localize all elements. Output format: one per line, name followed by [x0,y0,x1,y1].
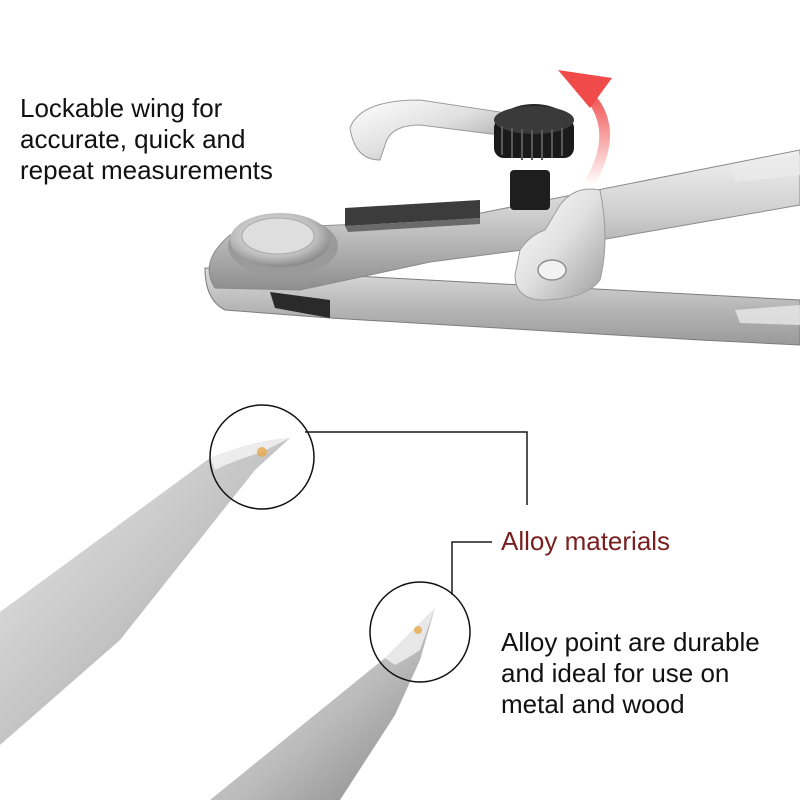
divider-hinge [204,149,800,346]
alloy-point-lower [210,608,435,800]
lockable-wing-caption: Lockable wing for accurate, quick and re… [20,93,273,185]
zoom-circle-upper [209,404,315,510]
alloy-point-upper [0,438,290,745]
rotation-arrow [558,70,612,185]
alloy-point-caption: Alloy point are durable and ideal for us… [501,627,760,719]
thumb-screw [494,104,574,210]
leader-line-lower [451,541,492,595]
leader-line-upper [305,431,528,505]
lockable-wing [349,99,606,301]
alloy-materials-heading: Alloy materials [501,526,671,556]
zoom-circle-lower [369,581,471,683]
hinge-rivet [228,213,338,276]
